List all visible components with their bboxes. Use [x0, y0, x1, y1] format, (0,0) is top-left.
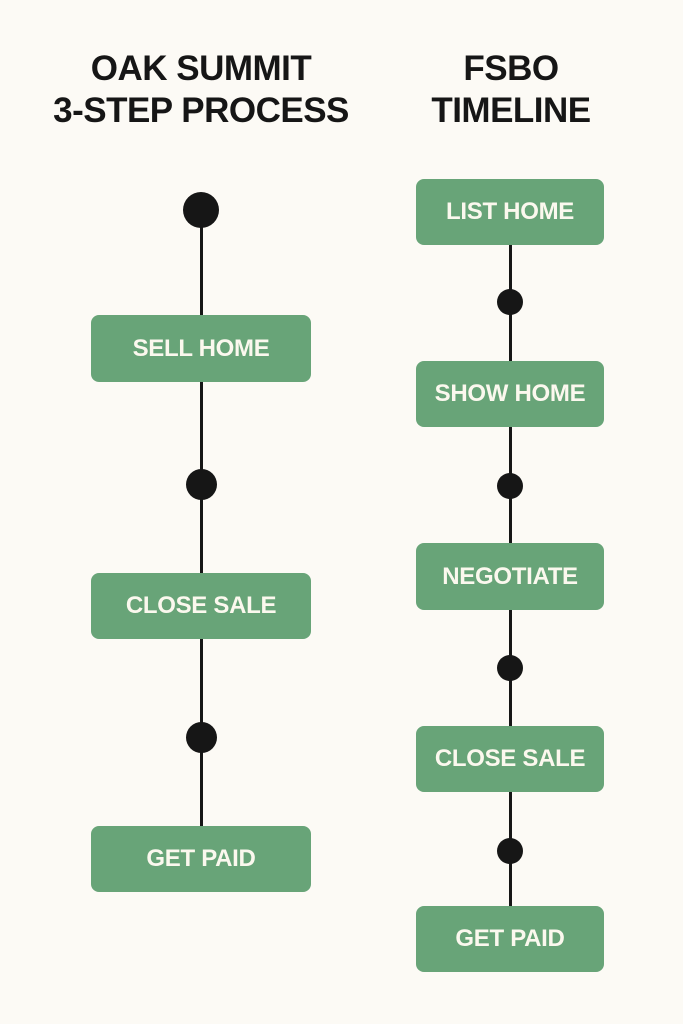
- right-title-line1: FSBO: [463, 49, 559, 88]
- right-step-close-sale: CLOSE SALE: [416, 726, 604, 792]
- left-step-sell-home: SELL HOME: [91, 315, 311, 382]
- right-title-line2: TIMELINE: [431, 91, 591, 130]
- right-dot-2: [497, 473, 523, 499]
- left-dot-2: [186, 722, 217, 753]
- right-dot-1: [497, 289, 523, 315]
- left-title: OAK SUMMIT 3-STEP PROCESS: [30, 48, 372, 132]
- right-step-show-home: SHOW HOME: [416, 361, 604, 427]
- left-title-line2: 3-STEP PROCESS: [53, 91, 349, 130]
- right-dot-3: [497, 655, 523, 681]
- right-step-negotiate: NEGOTIATE: [416, 543, 604, 610]
- right-step-get-paid: GET PAID: [416, 906, 604, 972]
- right-title: FSBO TIMELINE: [410, 48, 612, 132]
- right-step-list-home: LIST HOME: [416, 179, 604, 245]
- left-step-close-sale: CLOSE SALE: [91, 573, 311, 639]
- left-timeline-line: [200, 210, 203, 826]
- right-dot-4: [497, 838, 523, 864]
- left-step-get-paid: GET PAID: [91, 826, 311, 892]
- left-title-line1: OAK SUMMIT: [90, 49, 312, 88]
- left-dot-1: [186, 469, 217, 500]
- left-start-dot: [183, 192, 219, 228]
